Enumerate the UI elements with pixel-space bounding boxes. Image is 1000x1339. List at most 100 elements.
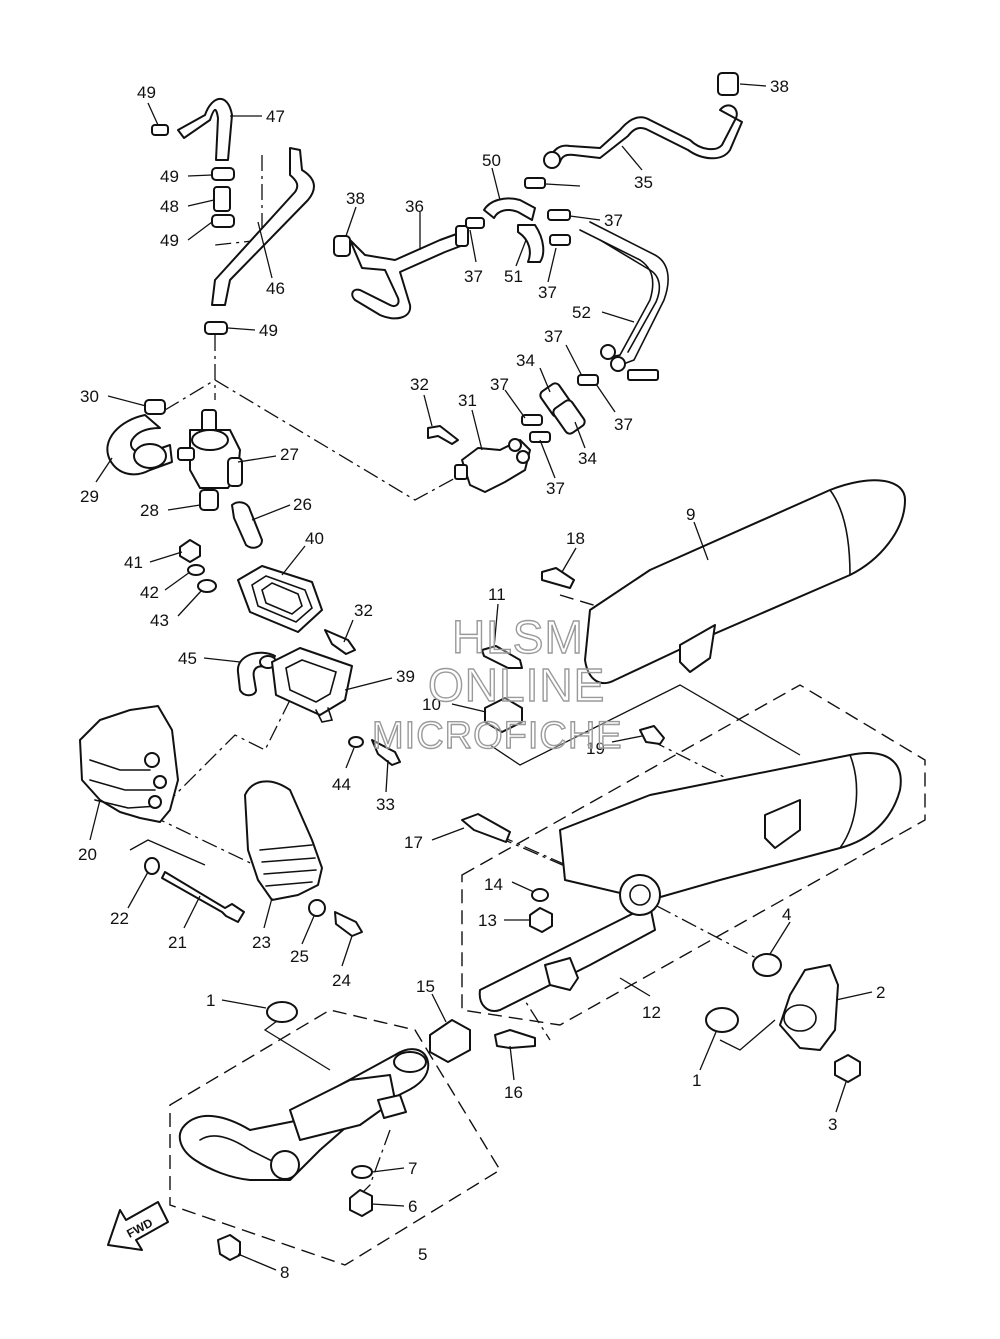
leader-23 xyxy=(263,897,273,929)
callout-24: 24 xyxy=(332,971,351,990)
hose-routing-line-46 xyxy=(214,155,263,246)
hose-routing-line-upper xyxy=(164,379,471,501)
leader-37d xyxy=(595,383,616,413)
part-5-heat-shield xyxy=(289,1074,396,1141)
callout-40: 40 xyxy=(305,529,324,548)
callout-39: 39 xyxy=(396,667,415,686)
leader-8 xyxy=(237,1253,277,1271)
leader-17 xyxy=(431,827,465,841)
part-33-screw xyxy=(371,739,401,766)
air-induction-hoses xyxy=(106,72,743,549)
leader-20 xyxy=(89,799,101,841)
part-49-clamp-c xyxy=(211,214,235,228)
part-39-box-inner xyxy=(285,659,337,703)
callout-11: 11 xyxy=(488,585,506,604)
leader-1a xyxy=(221,999,267,1009)
part-14-washer xyxy=(531,888,549,902)
part-37-clamp-4 xyxy=(465,217,485,229)
leader-12 xyxy=(619,977,651,997)
leader-26 xyxy=(251,504,291,521)
part-12-clamp xyxy=(544,957,579,991)
callout-8: 8 xyxy=(280,1263,289,1282)
callout-numbers: 49 47 49 48 49 46 49 30 29 27 28 26 41 4… xyxy=(78,77,885,1282)
callout-18: 18 xyxy=(566,529,585,548)
part-52-end-b xyxy=(610,356,626,372)
leader-34b xyxy=(574,421,586,449)
leader-51 xyxy=(515,239,527,267)
callout-33: 33 xyxy=(376,795,395,814)
leader-34a xyxy=(539,367,551,393)
leader-45 xyxy=(203,657,241,663)
watermark-line-2: ONLINE xyxy=(428,659,605,711)
bracket-21-22 xyxy=(129,839,206,866)
part-36-fitting xyxy=(455,225,469,247)
leader-6 xyxy=(371,1203,405,1207)
leader-37h xyxy=(545,183,581,187)
callout-31: 31 xyxy=(458,391,477,410)
part-31-port-b xyxy=(516,450,530,464)
part-46-hose xyxy=(211,147,315,306)
callout-27: 27 xyxy=(280,445,299,464)
part-7-washer xyxy=(351,1165,373,1179)
part-27-side-port xyxy=(177,447,195,461)
leader-15 xyxy=(431,993,447,1023)
part-27-nozzle xyxy=(227,457,243,487)
part-37-clamp-7 xyxy=(529,431,551,443)
leader-37b xyxy=(539,439,556,479)
leader-7 xyxy=(371,1167,405,1173)
part-4-gasket xyxy=(752,953,782,977)
part-28-cap xyxy=(199,489,219,511)
leader-40 xyxy=(281,545,306,576)
leader-33 xyxy=(385,759,389,793)
leader-31 xyxy=(471,409,483,451)
part-20-port-a xyxy=(144,752,160,768)
callout-32: 32 xyxy=(410,375,429,394)
leader-37f xyxy=(547,247,557,283)
leader-16 xyxy=(509,1045,515,1081)
leader-24 xyxy=(341,935,353,967)
part-52-end-a xyxy=(600,344,616,360)
leader-52 xyxy=(601,311,635,323)
callout-19: 19 xyxy=(586,739,605,758)
callout-3: 3 xyxy=(828,1115,837,1134)
leader-19 xyxy=(611,735,643,743)
watermark-line-3: MICROFICHE xyxy=(372,715,623,757)
callout-46: 46 xyxy=(266,279,285,298)
part-39-box xyxy=(271,647,353,716)
part-12-muffler xyxy=(559,752,902,901)
part-17-bolt xyxy=(461,813,511,843)
leader-32a xyxy=(423,394,433,427)
part-37-clamp-3 xyxy=(549,234,571,246)
part-5-pipe-bend xyxy=(199,1135,281,1166)
part-38-cap-left xyxy=(333,235,351,257)
callout-49: 49 xyxy=(137,83,156,102)
leader-37a xyxy=(504,389,526,419)
callout-48: 48 xyxy=(160,197,179,216)
part-1-gasket-right xyxy=(705,1007,739,1033)
leader-2 xyxy=(835,991,873,1001)
part-40-cover-inner2 xyxy=(261,582,303,615)
part-52-pipe-b xyxy=(589,221,669,367)
part-8-nut xyxy=(217,1234,241,1261)
part-12-flange-hole xyxy=(629,884,651,906)
leader-37c xyxy=(565,344,583,377)
group-boundaries xyxy=(129,155,926,1266)
part-37-clamp-2 xyxy=(547,209,571,221)
part-9-bracket xyxy=(679,624,716,673)
leader-27 xyxy=(237,455,277,463)
part-52-bracket xyxy=(627,369,659,381)
callout-49: 49 xyxy=(259,321,278,340)
part-50-hose xyxy=(483,197,536,221)
leader-28 xyxy=(167,504,201,511)
callout-38: 38 xyxy=(770,77,789,96)
leader-46 xyxy=(257,221,273,279)
callout-43: 43 xyxy=(150,611,169,630)
leader-42 xyxy=(164,571,191,591)
part-39-tab xyxy=(315,707,334,723)
callout-47: 47 xyxy=(266,107,285,126)
part-27-valve-stem xyxy=(201,409,217,433)
leader-49b xyxy=(187,174,213,177)
callout-32: 32 xyxy=(354,601,373,620)
callout-5: 5 xyxy=(418,1245,427,1264)
